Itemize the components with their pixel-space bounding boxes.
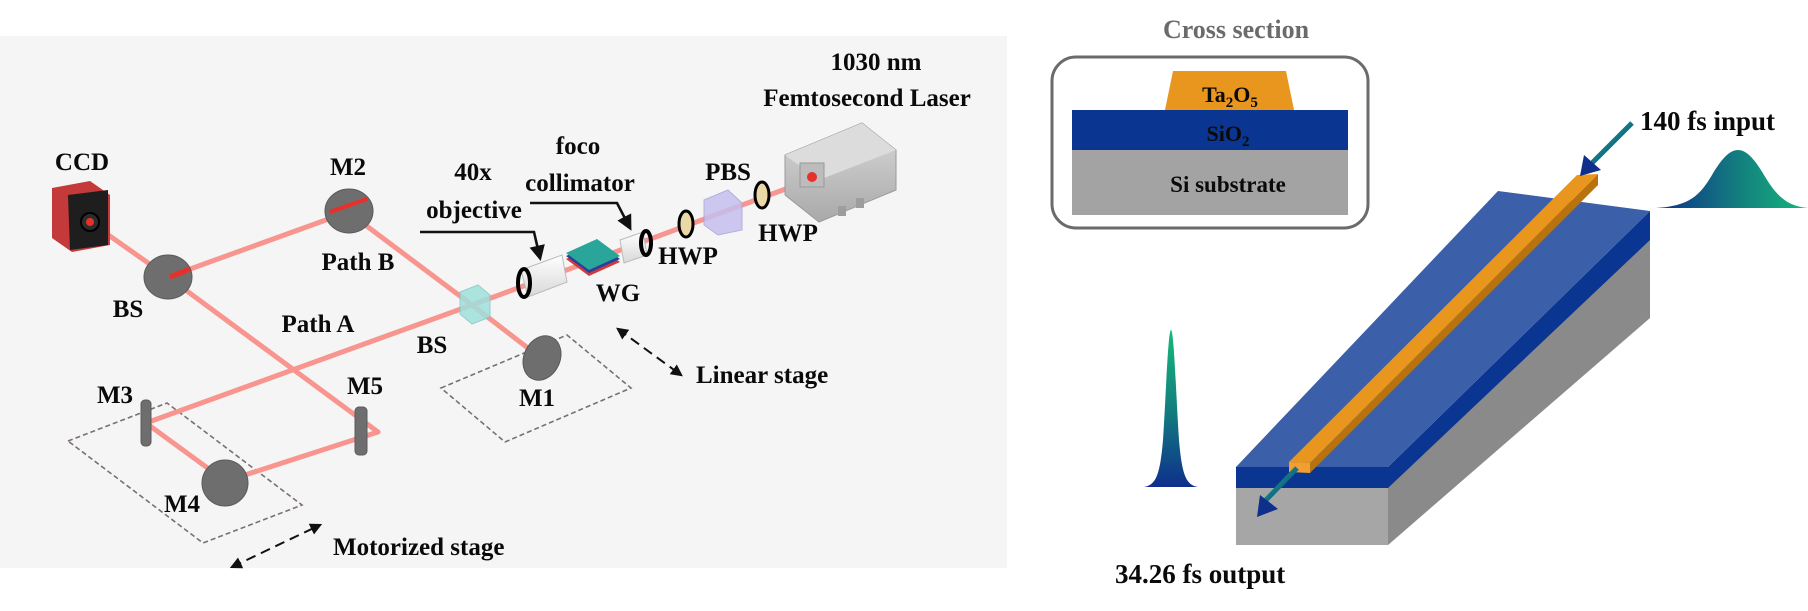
hwp-left-plate [677,209,695,239]
label-pbs: PBS [705,159,751,186]
label-linear-stage: Linear stage [696,362,828,389]
label-m5: M5 [347,373,383,400]
beam-m5-to-bs-left [165,274,381,435]
ccd-camera [52,181,110,252]
output-pulse [1144,330,1198,487]
core-label: Ta2O5 [1202,82,1258,111]
linear-stage-arrow [616,327,683,377]
label-laser-name: Femtosecond Laser [763,85,971,112]
label-collimator-line2: collimator [525,170,635,197]
core-side [1310,174,1598,473]
label-hwp-left: HWP [658,243,718,270]
core-top [1289,174,1598,463]
cladding-side [1388,211,1650,488]
beam-m2-to-bs-left [165,209,351,280]
label-m1: M1 [519,385,555,412]
substrate-front [1236,488,1388,545]
waveguide-chip [566,239,620,276]
label-laser-wavelength: 1030 nm [831,49,922,76]
bs-center-cube [459,284,491,325]
mirror-m4 [201,459,249,507]
label-ccd: CCD [55,149,109,176]
pbs-cube [703,189,743,236]
mirror-m5 [354,406,368,456]
label-collimator-line1: foco [556,133,600,160]
cross-section-inset: Ta2O5 SiO2 Si substrate [1050,55,1370,230]
motorized-stage-outline [66,402,304,544]
core-ridge [1165,71,1294,110]
label-m3: M3 [97,382,133,409]
label-m2: M2 [330,154,366,181]
collimator-pointer-arrow [530,201,632,231]
hwp-right-plate [753,180,771,210]
mirror-m1 [522,335,562,381]
label-path-b: Path B [322,249,395,276]
setup-panel-background [0,36,1007,568]
input-label: 140 fs input [1640,106,1775,136]
substrate-label: Si substrate [1170,172,1286,197]
substrate-layer [1072,150,1348,215]
label-path-a: Path A [282,311,355,338]
bs-left-splitter [143,254,193,300]
motorized-stage-arrow [229,523,323,569]
objective-lens [516,254,568,299]
label-bs-left: BS [113,296,144,323]
label-hwp-right: HWP [758,220,818,247]
output-label: 34.26 fs output [1115,559,1285,589]
label-bs-center: BS [417,332,448,359]
objective-pointer-arrow [420,230,545,262]
mirror-m3 [140,399,152,447]
cladding-layer [1072,110,1348,150]
label-objective-line2: objective [426,197,522,224]
femtosecond-laser [784,122,897,223]
label-wg: WG [596,280,640,307]
beam-m3-to-m4 [143,420,216,475]
label-m4: M4 [164,491,201,518]
cladding-front [1236,467,1388,488]
waveguide-panel: Cross section Ta2O5 SiO2 Si substrate [1050,15,1808,589]
setup-panel: 1030 nm Femtosecond Laser CCD M2 40x obj… [0,36,1007,569]
input-pulse [1656,150,1808,208]
beam-bs-center-to-m2 [345,209,475,308]
beam-bs-to-m3 [143,302,475,426]
cross-section-title: Cross section [1163,15,1310,44]
waveguide-3d [1236,174,1650,545]
output-arrow-icon [1257,466,1299,517]
label-motorized-stage: Motorized stage [333,534,504,561]
collimator [619,229,653,264]
label-objective-line1: 40x [454,159,492,186]
cladding-label: SiO2 [1207,121,1250,150]
input-arrow-icon [1580,121,1634,176]
